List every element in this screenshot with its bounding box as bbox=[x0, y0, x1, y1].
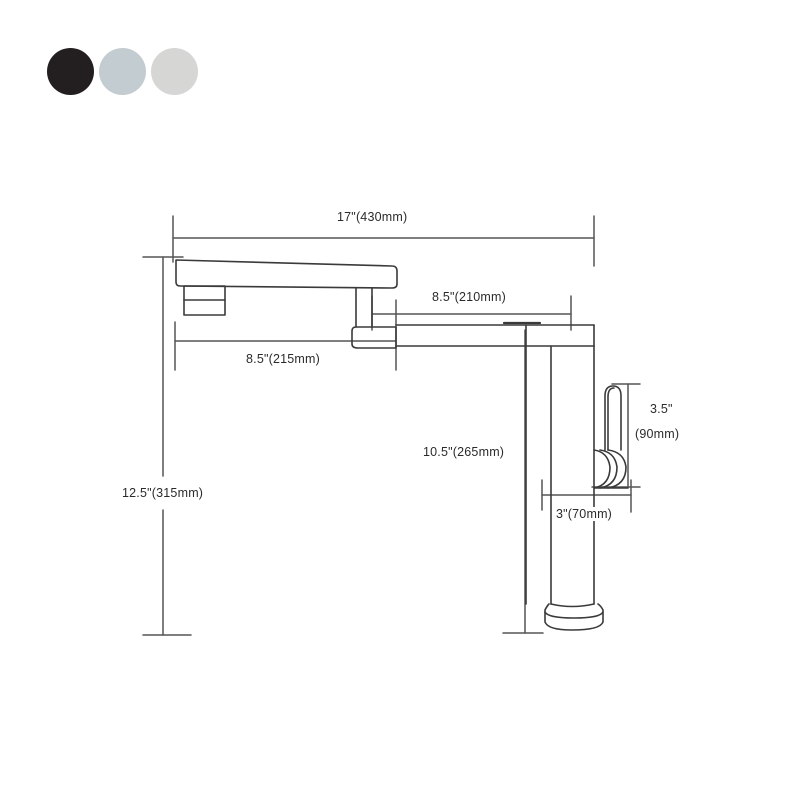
label-front-arm-length: 8.5"(215mm) bbox=[246, 352, 321, 366]
faucet-outline bbox=[175, 259, 629, 631]
swatch-light-gray[interactable] bbox=[151, 48, 198, 95]
label-handle-height-line1: 3.5" bbox=[650, 402, 673, 416]
label-overall-height: 12.5"(315mm) bbox=[122, 486, 204, 500]
swatch-black[interactable] bbox=[47, 48, 94, 95]
swatch-light-blue-gray[interactable] bbox=[99, 48, 146, 95]
label-overall-length: 17"(430mm) bbox=[337, 210, 408, 224]
dimension-lines bbox=[142, 215, 641, 636]
label-handle-depth: 3"(70mm) bbox=[556, 507, 613, 521]
label-handle-height-line2: (90mm) bbox=[635, 427, 680, 441]
label-body-height: 10.5"(265mm) bbox=[423, 445, 505, 459]
color-swatches bbox=[47, 48, 198, 95]
label-rear-arm-length: 8.5"(210mm) bbox=[432, 290, 507, 304]
